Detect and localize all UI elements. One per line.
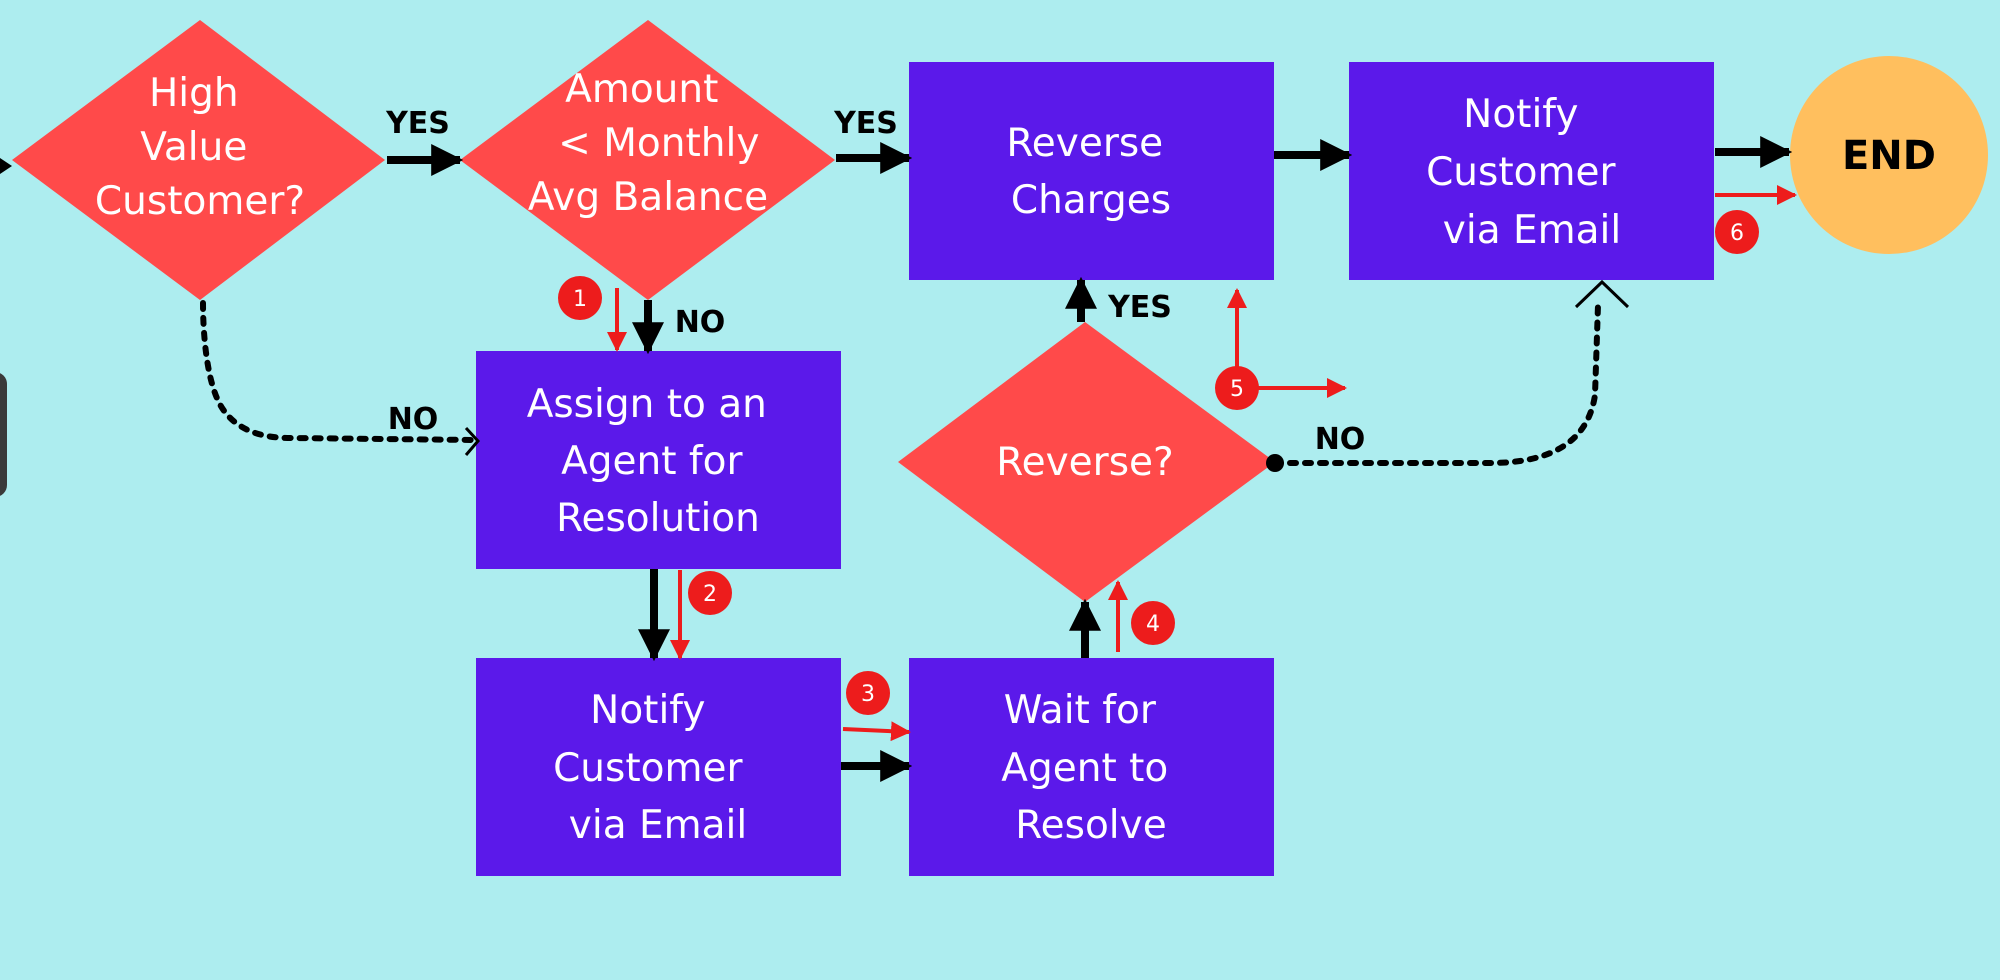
node-text-line: Resolution xyxy=(556,496,760,541)
node-text-line: Customer xyxy=(553,746,743,791)
step-arrow-3 xyxy=(842,721,911,742)
edge-label-reverse-no: NO xyxy=(1315,422,1366,457)
svg-text:Reverse Charges: Reverse Charges xyxy=(1006,121,1175,223)
node-text-line: Reverse xyxy=(1006,121,1163,166)
step-badge-4: 4 xyxy=(1131,601,1175,645)
node-text-line: Assign to an xyxy=(527,382,767,427)
terminal-end xyxy=(1790,56,1988,254)
svg-text:Notify Customer via Em: Notify Customer via Email xyxy=(1426,92,1628,253)
svg-text:Assign to an Agent for: Assign to an Agent for Resolution xyxy=(527,382,780,541)
node-text-line: Agent to xyxy=(1001,746,1168,791)
node-text-line: Reverse? xyxy=(996,440,1173,485)
step-badge-2: 2 xyxy=(688,571,732,615)
node-text-line: Charges xyxy=(1011,178,1171,223)
node-text-line: Notify xyxy=(1463,92,1578,137)
step-badge-number: 4 xyxy=(1146,612,1160,637)
step-badge-3: 3 xyxy=(846,671,890,715)
node-text-line: Notify xyxy=(590,688,705,733)
edge-label-reverse-yes: YES xyxy=(1107,290,1172,325)
step-badge-number: 6 xyxy=(1730,221,1744,246)
svg-text:Amount < Monthly Avg B: Amount < Monthly Avg Balance xyxy=(528,67,772,220)
edge-label-amount-yes: YES xyxy=(833,106,898,141)
step-badge-5: 5 xyxy=(1215,366,1259,410)
node-text-line: Customer? xyxy=(95,179,305,224)
decision-reverse xyxy=(898,322,1275,602)
node-text-line: via Email xyxy=(569,803,747,848)
edge-label-high-value-no: NO xyxy=(388,402,439,437)
node-text-line: < Monthly xyxy=(558,121,759,166)
flow-arrow-high-value-no xyxy=(200,300,479,443)
step-badge-number: 5 xyxy=(1230,377,1244,402)
step-badge-1: 1 xyxy=(558,276,602,320)
flow-arrow-reverse-no xyxy=(1272,302,1601,466)
step-badge-number: 2 xyxy=(703,582,717,607)
step-badge-number: 1 xyxy=(573,287,587,312)
edge-label-amount-no: NO xyxy=(675,305,726,340)
process-notify-customer-bottom xyxy=(476,658,841,876)
step-badge-6: 6 xyxy=(1715,210,1759,254)
svg-text:Wait for Agent to Reso: Wait for Agent to Resolve xyxy=(1001,688,1180,848)
process-wait-for-agent xyxy=(909,658,1274,876)
node-text-line: Value xyxy=(140,125,247,170)
step-badge-number: 3 xyxy=(861,682,875,707)
svg-text:High Value Customer?: High Value Customer? xyxy=(95,71,305,224)
process-assign-agent xyxy=(476,351,841,569)
node-text-line: Avg Balance xyxy=(528,175,768,220)
node-text-line: Agent for xyxy=(561,439,743,484)
node-text-line: High xyxy=(149,71,239,116)
node-text-line: Resolve xyxy=(1015,803,1166,848)
terminal-end-label: END xyxy=(1842,133,1936,179)
dashed-arrow-head-left xyxy=(464,426,481,456)
svg-text:Notify Customer via Em: Notify Customer via Email xyxy=(553,688,755,848)
process-notify-customer-top xyxy=(1349,62,1714,280)
offscreen-element xyxy=(0,373,7,496)
process-reverse-charges xyxy=(909,62,1274,280)
offscreen-connector-arrow xyxy=(0,158,12,174)
dashed-arrow-head-up xyxy=(1574,279,1630,309)
edge-label-high-value-yes: YES xyxy=(385,106,450,141)
node-text-line: via Email xyxy=(1443,208,1621,253)
decision-high-value-customer xyxy=(12,20,385,300)
node-text-line: Wait for xyxy=(1004,688,1157,733)
connector-dot xyxy=(1266,454,1284,472)
node-text-line: Amount xyxy=(565,67,718,112)
decision-amount-vs-balance xyxy=(460,20,835,300)
node-text-line: Customer xyxy=(1426,150,1616,195)
